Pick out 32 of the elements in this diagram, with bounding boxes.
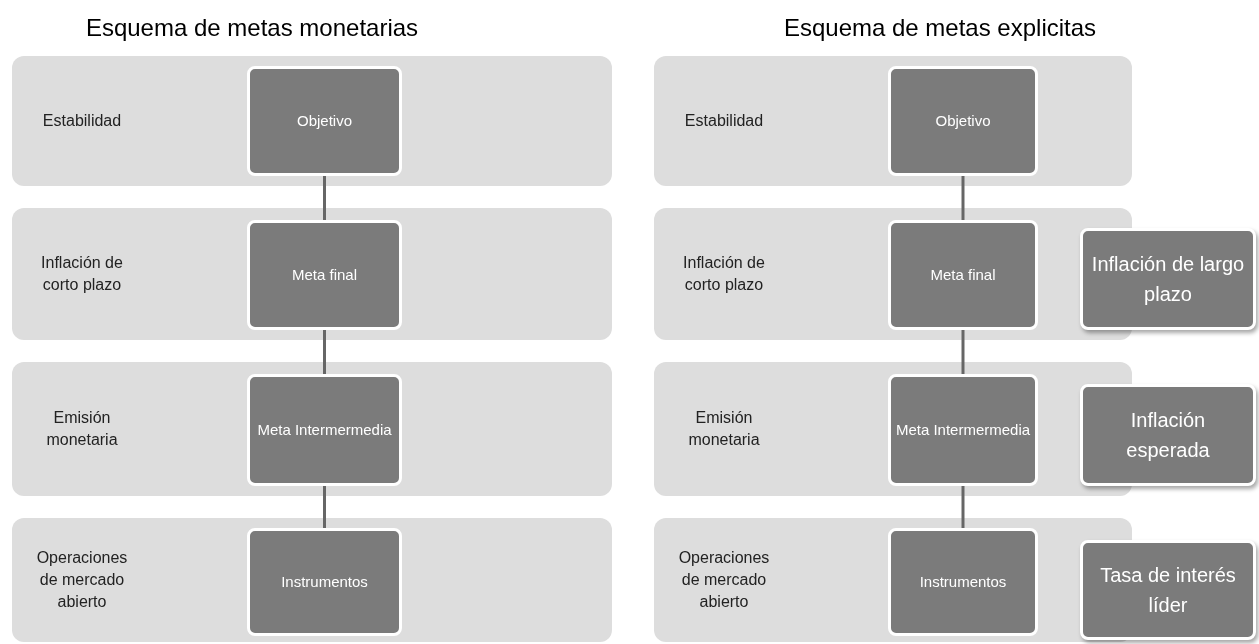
- row-label: Estabilidad: [683, 111, 765, 131]
- connector-line: [961, 176, 965, 220]
- level-box: Meta Intermermedia: [247, 374, 402, 486]
- side-box: Inflación de largo plazo: [1080, 228, 1256, 330]
- row-band: [12, 208, 612, 340]
- row-label: Emisión monetaria: [687, 408, 761, 450]
- row-label: Estabilidad: [41, 111, 123, 131]
- level-box: Objetivo: [888, 66, 1038, 176]
- level-box: Meta final: [888, 220, 1038, 330]
- connector-line: [961, 330, 965, 374]
- connector-line: [961, 486, 965, 528]
- row-label: Operaciones de mercado abierto: [677, 548, 771, 612]
- panel-heading: Esquema de metas explicitas: [782, 14, 1098, 42]
- level-box: Instrumentos: [247, 528, 402, 636]
- row-band: [654, 56, 1132, 186]
- row-band: [12, 518, 612, 642]
- row-band: [12, 362, 612, 496]
- level-box: Meta final: [247, 220, 402, 330]
- connector-line: [323, 486, 326, 528]
- row-label: Emisión monetaria: [45, 408, 119, 450]
- connector-line: [323, 176, 326, 220]
- row-label: Operaciones de mercado abierto: [35, 548, 129, 612]
- connector-line: [323, 330, 326, 374]
- side-box: Inflación esperada: [1080, 384, 1256, 486]
- row-band: [12, 56, 612, 186]
- level-box: Instrumentos: [888, 528, 1038, 636]
- row-label: Inflación de corto plazo: [40, 253, 124, 295]
- row-label: Inflación de corto plazo: [682, 253, 766, 295]
- level-box: Objetivo: [247, 66, 402, 176]
- panel-heading: Esquema de metas monetarias: [84, 14, 420, 42]
- side-box: Tasa de interés líder: [1080, 540, 1256, 640]
- level-box: Meta Intermermedia: [888, 374, 1038, 486]
